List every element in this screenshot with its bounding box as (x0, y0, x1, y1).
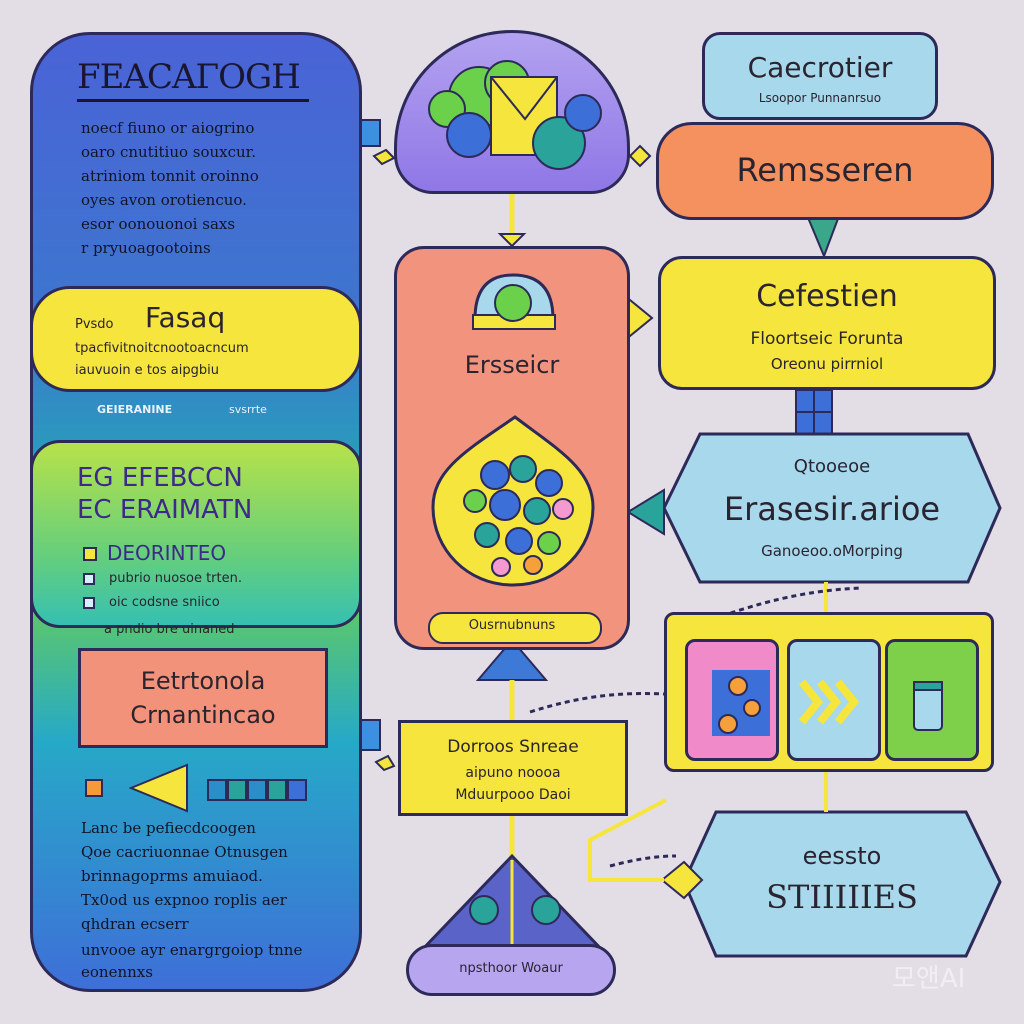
eval-title: EC ERAIMATN (77, 495, 253, 525)
para-line: oaro cnutitiuo souxcur. (81, 143, 256, 161)
capacity-sub: Lsoopor Punnanrsuo (758, 91, 882, 105)
process-illustration (428, 273, 602, 644)
eval-item: a pndio bre uinaned (104, 622, 235, 637)
hex1-top: Qtooeoe (793, 456, 871, 477)
gallery-box (664, 612, 994, 772)
para-line: Tx0od us expnoo roplis aer (81, 891, 287, 909)
left-panel-title: FEACAΓOGH (77, 57, 301, 97)
crantincao-box: Eetrtonola Crnantincao (78, 648, 328, 748)
checkbox[interactable] (83, 547, 97, 561)
eval-item: oic codsne sniico (109, 595, 220, 610)
jar-icon (913, 681, 943, 731)
eval-item: pubrio nuosoe trten. (109, 571, 242, 586)
arrow-head (497, 233, 527, 248)
strategy-line: Mduurpooo Daoi (455, 787, 571, 803)
para-line: atriniom tonnit oroinno (81, 167, 259, 185)
gallery-card-blue[interactable] (787, 639, 881, 761)
gallery-card-pink[interactable] (685, 639, 779, 761)
creation-title: Cefestien (756, 279, 898, 314)
para-line: unvooe ayr enargrgoiop tnne (81, 941, 303, 959)
para-line: Qoe cacriuonnae Otnusgen (81, 843, 288, 861)
research-box: Remsseren (656, 122, 994, 220)
strategy-title: Dorroos Snreae (447, 737, 579, 757)
cran-line: Eetrtonola (140, 667, 266, 695)
creation-line: Floortseic Forunta (750, 329, 904, 349)
output-label: npsthoor Woaur (459, 961, 563, 976)
left-arrow-icon (129, 763, 188, 813)
checkbox[interactable] (83, 597, 95, 609)
para-line: eonennxs (81, 963, 153, 981)
orange-square (85, 779, 103, 797)
progress-blocks (207, 779, 307, 801)
para-line: oyes avon orotiencuo. (81, 191, 247, 209)
capacity-title: Caecrotier (747, 51, 893, 84)
strategy-box: Dorroos Snreae aipuno noooa Mduurpooo Da… (398, 720, 628, 816)
eval-title: EG EFEBCCN (77, 463, 243, 493)
capacity-box: Caecrotier Lsoopor Punnanrsuo (702, 32, 938, 120)
band-label-left: GEIERANINE (97, 403, 173, 416)
idea-dome (394, 30, 630, 194)
dot (469, 895, 499, 925)
process-caption: Ousrnubnuns (468, 618, 556, 633)
research-title: Remsseren (736, 151, 914, 189)
chevrons-icon (798, 679, 860, 725)
connector-diamond (660, 860, 704, 900)
para-line: qhdran ecserr (81, 915, 189, 933)
connector-diamond (628, 144, 652, 168)
para-line: r pryuoagootoins (81, 239, 211, 257)
idea-illustration (428, 60, 602, 170)
gallery-card-green[interactable] (885, 639, 979, 761)
title-underline (77, 99, 309, 102)
evaluation-box: EG EFEBCCN EC ERAIMATN DEORINTEO pubrio … (30, 440, 362, 628)
watermark: 모앤AI (892, 964, 966, 994)
fasaq-box: Pvsdo Fasaq tpacfivitnoitcnootoacncum ia… (30, 286, 362, 392)
hex2-line1: eessto (802, 842, 882, 870)
eval-heading: DEORINTEO (107, 541, 227, 565)
band-label-right: svsrrte (229, 403, 267, 416)
fasaq-title: Fasaq (145, 301, 226, 334)
para-line: Lanc be pefiecdcoogen (81, 819, 256, 837)
fasaq-line: iauvuoin e tos aipgbiu (75, 363, 219, 378)
para-line: brinnagoprms amuiaod. (81, 867, 263, 885)
checkbox[interactable] (83, 573, 95, 585)
hex2-line2: STIIIIIES (766, 878, 918, 916)
creation-line: Oreonu pirrniol (770, 355, 884, 373)
strategy-line: aipuno noooa (465, 765, 561, 781)
process-title: Ersseicr (464, 351, 560, 379)
connector-line (588, 798, 667, 882)
hex1-bottom: Ganoeoo.oMorping (761, 542, 903, 560)
para-line: esor oonouonoi saxs (81, 215, 236, 233)
dot (531, 895, 561, 925)
connector-diamond (372, 148, 396, 166)
process-panel: Ersseicr Ousrnubnuns (394, 246, 630, 650)
fasaq-line: tpacfivitnoitcnootoacncum (75, 341, 249, 356)
cran-line: Crnantincao (130, 701, 276, 729)
para-line: noecf fiuno or aiogrino (81, 119, 255, 137)
creation-box: Cefestien Floortseic Forunta Oreonu pirr… (658, 256, 996, 390)
output-base: npsthoor Woaur (406, 944, 616, 996)
fasaq-tag: Pvsdo (75, 317, 114, 332)
shape-icon (712, 670, 770, 736)
hex1-title: Erasesir.arioe (723, 490, 941, 528)
arrow-head-teal (626, 488, 665, 536)
